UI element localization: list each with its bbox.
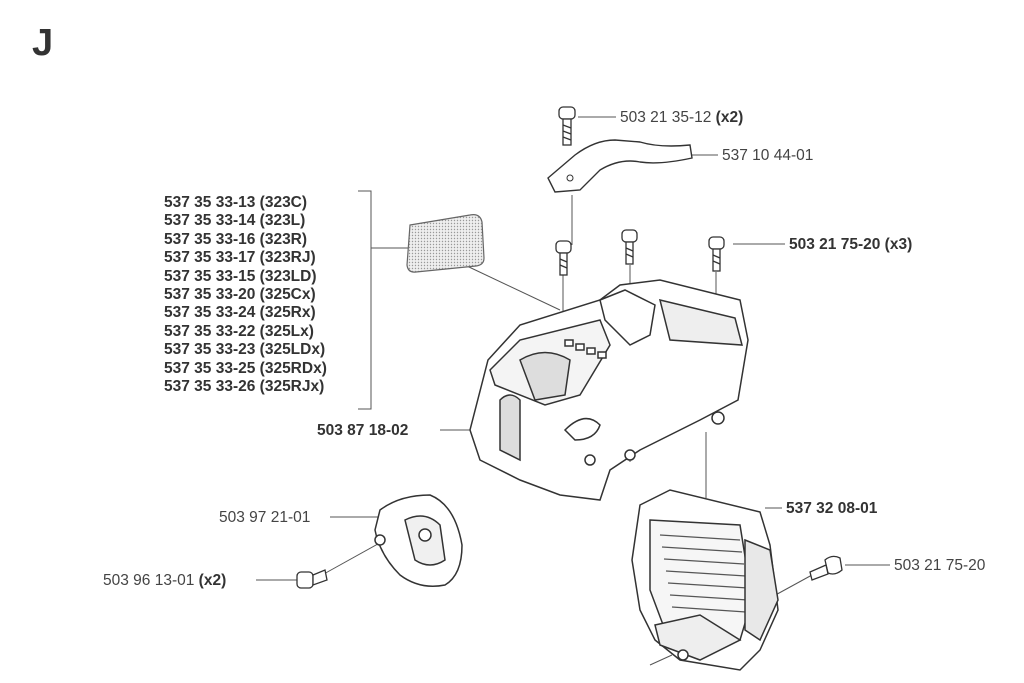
label-screw-cup: 503 96 13-01 (x2) — [103, 572, 226, 590]
section-letter: J — [32, 22, 54, 64]
label-cup: 503 97 21-01 — [219, 509, 310, 527]
decal-kit-item: 537 35 33-14 (323L) — [164, 212, 306, 230]
part-number: 537 10 44-01 — [722, 147, 814, 164]
cylinder-cover-icon — [469, 279, 749, 501]
part-number: 503 96 13-01 — [103, 572, 195, 589]
screw-top-icon — [558, 106, 576, 146]
quantity: (x2) — [715, 109, 744, 126]
label-screw-single: 503 21 75-20 — [894, 557, 985, 575]
part-number: 537 32 08-01 — [786, 500, 878, 517]
screws-x3-icon — [555, 229, 725, 276]
decal-kit-item: 537 35 33-26 (325RJx) — [164, 378, 325, 396]
quantity: (x3) — [884, 236, 913, 253]
decal-kit-item: 537 35 33-15 (323LD) — [164, 267, 317, 285]
label-cover-clip: 537 10 44-01 — [722, 147, 813, 165]
decal-kit-item: 537 35 33-13 (323C) — [164, 194, 308, 211]
label-screws-x3: 503 21 75-20 (x3) — [789, 236, 912, 254]
cover-clip-icon — [547, 139, 693, 193]
screw-cup-icon — [296, 569, 328, 589]
decal-kit-item: 537 35 33-23 (325LDx) — [164, 341, 326, 359]
decal-kit-item: 537 35 33-17 (323RJ) — [164, 249, 316, 267]
cooling-cover-icon — [631, 489, 779, 671]
label-cylinder-cover: 503 87 18-02 — [317, 422, 408, 440]
label-screw-top: 503 21 35-12 (x2) — [620, 109, 743, 127]
decal-kit-list: 537 35 33-13 (323C) 537 35 33-14 (323L) … — [164, 194, 374, 396]
part-number: 503 97 21-01 — [219, 509, 311, 526]
decal-sticker — [406, 214, 485, 273]
decal-kit-item: 537 35 33-25 (325RDx) — [164, 359, 327, 377]
part-number: 503 21 35-12 — [620, 109, 712, 126]
label-cooling-cover: 537 32 08-01 — [786, 500, 877, 518]
quantity: (x2) — [198, 572, 227, 589]
screw-single-icon — [809, 555, 843, 581]
decal-kit-item: 537 35 33-20 (325Cx) — [164, 286, 316, 304]
part-number: 503 21 75-20 — [789, 236, 881, 253]
decal-kit-item: 537 35 33-24 (325Rx) — [164, 304, 316, 322]
part-number: 503 87 18-02 — [317, 422, 409, 439]
part-number: 503 21 75-20 — [894, 557, 986, 574]
decal-kit-item: 537 35 33-16 (323R) — [164, 230, 308, 248]
decal-kit-item: 537 35 33-22 (325Lx) — [164, 322, 314, 340]
cup-icon — [374, 494, 463, 587]
